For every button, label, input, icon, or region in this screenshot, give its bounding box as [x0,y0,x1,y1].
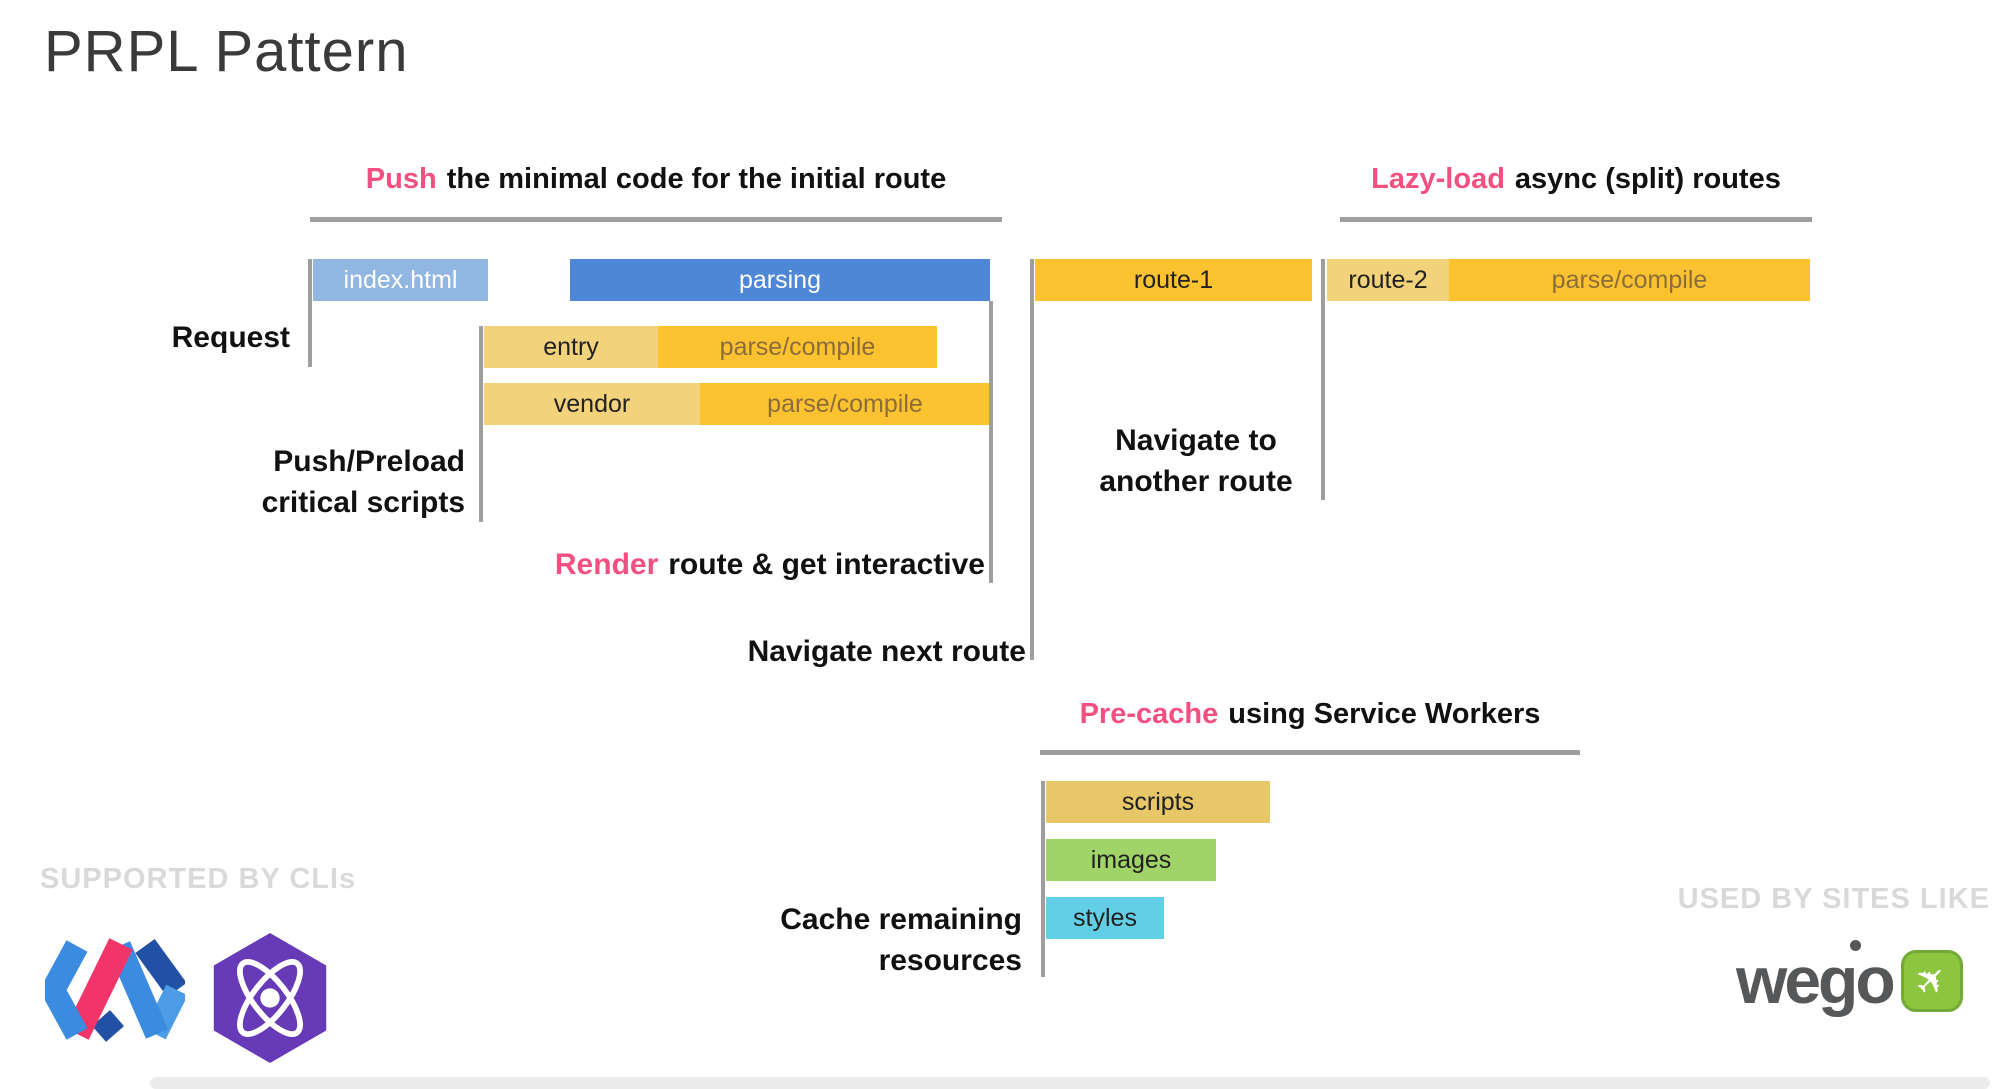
bar-vendor-parse-compile: parse/compile [700,383,990,425]
bar-vendor: vendor [484,383,700,425]
bar-images: images [1046,839,1216,881]
bar-route-2-parse-compile: parse/compile [1449,259,1810,301]
label-navigate-to-line2: another route [1099,465,1293,498]
label-navigate-to-line1: Navigate to [1115,424,1277,457]
heading-pre-cache-underline [1040,750,1580,755]
heading-pre-cache-rest: using Service Workers [1228,698,1541,730]
polymer-logo-icon [39,938,188,1042]
bar-route-2: route-2 [1327,259,1449,301]
request-tick-line [308,259,312,367]
wego-wordmark: wego [1736,940,1896,1013]
label-render-rest: route & get interactive [668,548,985,581]
wego-logo: wego ✈ [1736,940,1963,1013]
wego-airplane-icon: ✈ [1900,950,1963,1012]
wego-wordmark-text: wego [1736,943,1896,1017]
bar-entry-parse-compile: parse/compile [658,326,937,368]
heading-push-underline [310,217,1002,222]
label-navigate-next: Navigate next route [747,635,1026,668]
airplane-glyph: ✈ [1905,954,1958,1008]
bar-styles: styles [1046,897,1164,939]
heading-lazy-load-accent: Lazy-load [1371,163,1505,195]
preact-logo-svg [213,933,327,1063]
wego-dot [1849,940,1861,951]
label-cache-remaining: Cache remaining resources [680,899,1022,981]
heading-pre-cache-accent: Pre-cache [1079,698,1219,730]
heading-push: Push the minimal code for the initial rou… [310,163,1002,196]
label-render-accent: Render [554,548,659,581]
heading-lazy-load-rest: async (split) routes [1514,163,1781,195]
navigate-to-tick-line [1321,259,1325,500]
label-navigate-to: Navigate to another route [1080,420,1312,502]
used-by-sites-label: USED BY SITES LIKE [1677,883,1990,915]
bar-entry: entry [484,326,658,368]
bar-route-1: route-1 [1035,259,1312,301]
navigate-next-tick-line [1030,259,1034,660]
bar-scripts: scripts [1046,781,1270,823]
bottom-track-bar [150,1077,1990,1089]
push-preload-tick-line [479,326,483,522]
polymer-logo-svg [39,938,188,1042]
label-push-preload: Push/Preload critical scripts [140,441,465,523]
preact-logo-icon [207,933,333,1063]
heading-lazy-load-underline [1340,217,1812,222]
label-push-preload-line1: Push/Preload [273,445,465,478]
render-tick-line [989,301,993,583]
page-title: PRPL Pattern [44,19,409,84]
bar-parsing: parsing [570,259,990,301]
heading-push-rest: the minimal code for the initial route [446,163,947,195]
label-cache-remaining-line2: resources [878,944,1022,977]
label-request: Request [171,321,290,354]
label-render: Render route & get interactive [480,544,985,585]
supported-by-clis-label: SUPPORTED BY CLIs [40,863,357,895]
pre-cache-tick-line [1041,781,1045,977]
heading-pre-cache: Pre-cache using Service Workers [1040,698,1580,731]
label-cache-remaining-line1: Cache remaining [780,903,1022,936]
bar-index-html: index.html [313,259,488,301]
heading-lazy-load: Lazy-load async (split) routes [1340,163,1812,196]
heading-push-accent: Push [365,163,437,195]
label-push-preload-line2: critical scripts [261,486,465,519]
